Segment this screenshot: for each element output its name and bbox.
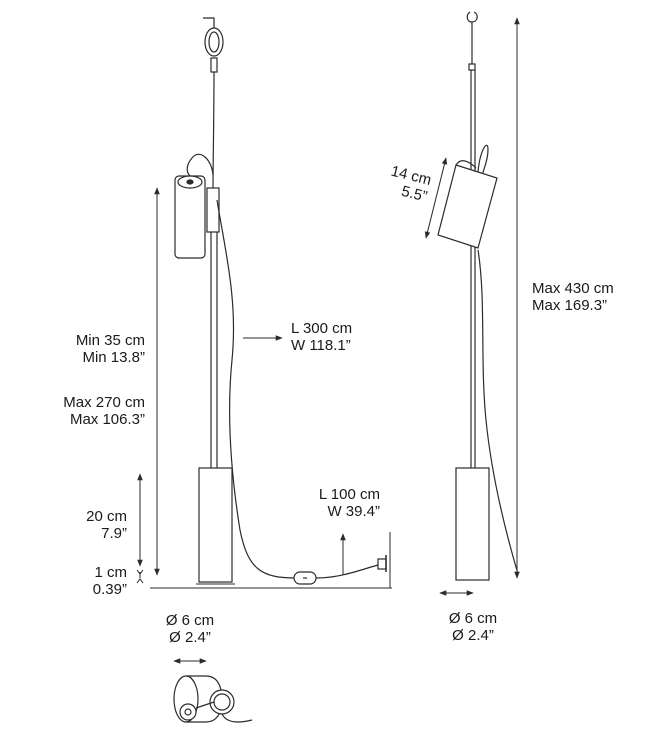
right-lamp-view — [437, 11, 519, 581]
total-height-cm: Max 430 cm — [532, 280, 614, 297]
total-height-in: Max 169.3” — [532, 297, 608, 314]
hook-ring — [204, 27, 224, 57]
plinth-height-label: 1 cm 0.39” — [93, 564, 127, 598]
power-cable-right — [477, 249, 519, 575]
joint-block — [206, 187, 220, 233]
base-height-label: 20 cm 7.9” — [86, 508, 127, 542]
right-dimension-lines — [424, 17, 520, 596]
base-diameter-right-label: Ø 6 cm Ø 2.4” — [433, 610, 513, 644]
base-diameter-left-in: Ø 2.4” — [169, 629, 211, 646]
power-cable — [216, 199, 297, 579]
hook-clamp — [210, 57, 218, 73]
max-height-in: Max 106.3” — [69, 411, 145, 428]
angled-shade — [437, 164, 498, 249]
lamp-base-right — [455, 467, 490, 581]
cable-length-label: L 300 cm W 118.1” — [291, 320, 352, 354]
min-height-in: Min 13.8” — [82, 349, 145, 366]
base-diameter-right-in: Ø 2.4” — [452, 627, 494, 644]
base-height-cm: 20 cm — [86, 508, 127, 525]
base-height-in: 7.9” — [101, 525, 127, 542]
left-lamp-view — [150, 17, 392, 589]
shade-length-line — [424, 157, 448, 239]
plug-cable-cm: L 100 cm — [318, 486, 380, 503]
base-diameter-left-cm: Ø 6 cm — [165, 612, 215, 629]
cable-length-cm: L 300 cm — [291, 320, 353, 337]
min-height-cm: Min 35 cm — [75, 332, 145, 349]
plug — [377, 558, 387, 570]
spot-arm — [186, 153, 214, 177]
cable-loop — [477, 144, 489, 177]
base-top-view — [173, 675, 253, 723]
ceiling-hook-right — [466, 11, 478, 23]
max-height-cm: Max 270 cm — [63, 394, 145, 411]
max-height-label: Max 270 cm Max 106.3” — [63, 394, 145, 428]
plug-cable-label: L 100 cm W 39.4” — [319, 486, 380, 520]
plug-cable-in: W 39.4” — [327, 503, 380, 520]
base-diameter-left-label: Ø 6 cm Ø 2.4” — [150, 612, 230, 646]
lamp-base — [198, 467, 233, 583]
suspension-cable — [212, 71, 215, 191]
plinth-height-in: 0.39” — [92, 581, 127, 598]
base-diameter-right-cm: Ø 6 cm — [448, 610, 498, 627]
plinth-height-cm: 1 cm — [94, 564, 127, 581]
cable-length-in: W 118.1” — [291, 337, 351, 354]
total-height-label: Max 430 cm Max 169.3” — [532, 280, 614, 314]
min-height-label: Min 35 cm Min 13.8” — [76, 332, 145, 366]
left-dimension-lines — [136, 187, 346, 664]
ceiling-hook — [203, 17, 215, 28]
plug-cable — [315, 564, 379, 579]
